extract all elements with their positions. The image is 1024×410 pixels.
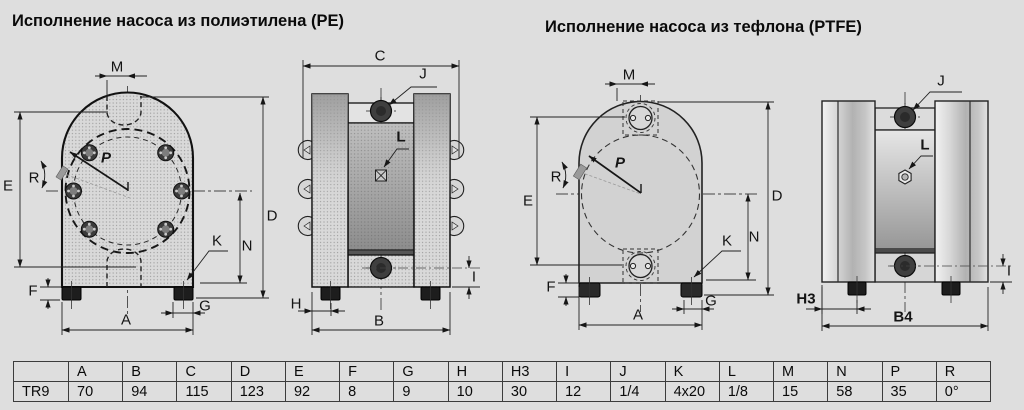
model-cell: TR9: [13, 381, 69, 402]
bolt-icon: [80, 144, 98, 162]
dim-label-pe-front-a: A: [120, 311, 132, 329]
title-pe-version: Исполнение насоса из полиэтилена (PE): [12, 12, 344, 30]
table-header-cell: E: [284, 361, 341, 382]
table-header-cell: M: [773, 361, 829, 382]
pe-side-columns: [311, 93, 451, 288]
table-header-cell: B: [122, 361, 178, 382]
table-header-cell: N: [827, 361, 883, 382]
dim-label-ptfe-front-m: M: [622, 66, 636, 84]
value-cell: 15: [773, 381, 829, 402]
ptfe-front-view: [530, 81, 774, 330]
bolt-icon: [80, 220, 98, 238]
dimensions-table: A B C D E F G H H3 I J K L M N P R TR9 7…: [13, 361, 992, 402]
value-cell: 92: [284, 381, 341, 402]
table-header-cell: H3: [501, 361, 558, 382]
dim-label-ptfe-front-f: F: [546, 278, 556, 296]
dim-label-pe-side-j: J: [419, 65, 427, 83]
table-header-cell: P: [881, 361, 937, 382]
value-cell: 30: [501, 381, 558, 402]
value-cell: 1/4: [610, 381, 666, 402]
value-cell: 94: [122, 381, 178, 402]
dim-label-pe-front-n: N: [241, 237, 253, 255]
bolt-icon: [157, 220, 175, 238]
dim-label-ptfe-side-j: J: [937, 72, 945, 90]
dim-label-pe-front-d: D: [266, 207, 278, 225]
ptfe-drain-fitting: [898, 169, 912, 185]
dim-label-pe-front-m: M: [110, 58, 124, 76]
dim-label-ptfe-side-i: I: [1006, 262, 1012, 280]
pe-front-view: [14, 73, 269, 335]
dim-label-pe-side-h: H: [290, 295, 302, 313]
value-cell: 8: [339, 381, 395, 402]
value-cell: 123: [230, 381, 286, 402]
dim-label-ptfe-front-a: A: [632, 306, 644, 324]
dim-label-ptfe-side-b4: B4: [893, 308, 913, 326]
pe-side-view: [297, 60, 480, 335]
dim-label-ptfe-front-d: D: [771, 187, 783, 205]
bolt-icon: [173, 182, 190, 200]
dim-label-pe-side-i: I: [471, 268, 477, 286]
dim-label-pe-front-p: P: [100, 149, 112, 167]
value-cell: 10: [447, 381, 503, 402]
ptfe-side-columns: [821, 100, 989, 283]
dim-label-ptfe-side-l: L: [920, 136, 930, 154]
value-cell: 4x20: [664, 381, 720, 402]
value-cell: 1/8: [718, 381, 775, 402]
value-cell: 0°: [935, 381, 992, 402]
table-header-cell: J: [610, 361, 666, 382]
table-header-cell: D: [230, 361, 286, 382]
ptfe-side-view: [806, 91, 1012, 331]
bolt-icon: [65, 182, 82, 200]
dim-label-ptfe-front-n: N: [748, 228, 760, 246]
pe-top-port-hidden: [106, 96, 142, 126]
ptfe-bottom-flange: [622, 248, 659, 284]
table-header-cell: [13, 361, 69, 382]
value-cell: 35: [881, 381, 937, 402]
dim-label-pe-front-f: F: [28, 282, 38, 300]
dim-label-ptfe-front-e: E: [522, 192, 534, 210]
table-row: TR9 70 94 115 123 92 8 9 10 30 12 1/4 4x…: [13, 381, 992, 402]
value-cell: 115: [176, 381, 232, 402]
table-header-cell: K: [664, 361, 720, 382]
table-header-cell: I: [556, 361, 612, 382]
table-header-cell: R: [935, 361, 992, 382]
dim-label-ptfe-front-r: R: [550, 168, 562, 186]
dim-label-ptfe-side-h3: H3: [796, 290, 816, 308]
dim-label-pe-side-b: B: [373, 312, 385, 330]
table-header-cell: A: [67, 361, 124, 382]
value-cell: 70: [67, 381, 124, 402]
dim-label-pe-front-e: E: [2, 177, 14, 195]
dim-label-ptfe-front-p: P: [614, 154, 626, 172]
dim-label-pe-front-g: G: [199, 297, 211, 315]
table-header-cell: F: [339, 361, 395, 382]
table-header-cell: G: [393, 361, 449, 382]
pe-bottom-port-hidden: [106, 248, 142, 287]
table-header-cell: C: [176, 361, 232, 382]
pe-drain-fitting: [375, 169, 387, 182]
value-cell: 58: [827, 381, 883, 402]
table-header-cell: H: [447, 361, 503, 382]
value-cell: 9: [393, 381, 449, 402]
dim-label-pe-front-k: K: [211, 232, 223, 250]
dim-label-pe-front-r: R: [28, 169, 40, 187]
value-cell: 12: [556, 381, 612, 402]
dim-label-pe-side-c: C: [374, 47, 386, 65]
drawings-canvas: [14, 60, 1012, 335]
dim-label-ptfe-front-k: K: [721, 232, 733, 250]
title-ptfe-version: Исполнение насоса из тефлона (PTFE): [545, 18, 862, 36]
bolt-icon: [157, 144, 175, 162]
table-header-cell: L: [718, 361, 775, 382]
dim-label-pe-side-l: L: [396, 128, 406, 146]
ptfe-top-flange: [622, 100, 659, 136]
dim-label-ptfe-front-g: G: [705, 292, 717, 310]
table-header-row: A B C D E F G H H3 I J K L M N P R: [13, 361, 992, 382]
